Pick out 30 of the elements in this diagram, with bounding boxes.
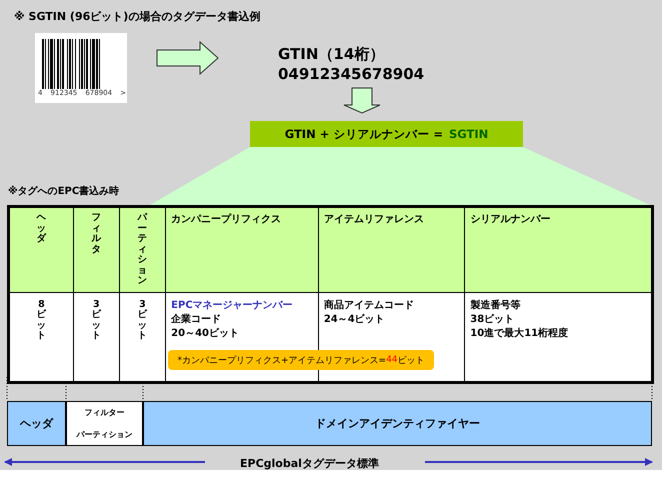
block-arrow (344, 88, 380, 114)
bit-length-text: 3ビット (90, 298, 102, 342)
filter-partition-band: フィルター パーティション (66, 401, 143, 446)
header-band: ヘッダ (7, 401, 66, 446)
gtin-heading: GTIN（14桁） (278, 44, 386, 64)
note-callout: *カンパニープリフィクス+アイテムリファレンス=44 ビット (168, 350, 434, 370)
cell-text: 10進で最大11桁程度 (470, 326, 570, 340)
formula-box: GTIN + シリアルナンバー = SGTIN (250, 121, 523, 147)
cell-text: 24～4ビット (324, 312, 386, 326)
bit-length-text: 3ビット (136, 298, 148, 342)
column-header: パーティション (136, 212, 148, 288)
title-text: ※ SGTIN (96ビット)の場合のタグデータ書込例 (14, 9, 260, 24)
column-header: カンパニープリフィクス (171, 214, 282, 225)
column-header: シリアルナンバー (470, 214, 550, 225)
column-header: ヘッダ (36, 212, 48, 246)
barcode-picture (35, 33, 127, 103)
note-text: ※タグへのEPC書込み時 (8, 184, 120, 198)
bit-length-text: 8ビット (36, 298, 48, 342)
gtin-number: 04912345678904 (278, 64, 424, 84)
block-arrow (156, 40, 219, 76)
cell-text: EPCマネージャーナンバー (171, 298, 294, 312)
domain-band: ドメインアイデンティファイヤー (143, 401, 652, 446)
span-label: EPCglobalタグデータ標準 (240, 456, 379, 471)
cell-text: 38ビット (470, 312, 516, 326)
column-header: フィルタ (90, 212, 102, 256)
cell-text: 製造番号等 (470, 298, 522, 312)
cell-text: 商品アイテムコード (324, 298, 415, 312)
cell-text: 20～40ビット (171, 326, 240, 340)
cell-text: 企業コード (171, 312, 222, 326)
column-header: アイテムリファレンス (324, 214, 424, 225)
